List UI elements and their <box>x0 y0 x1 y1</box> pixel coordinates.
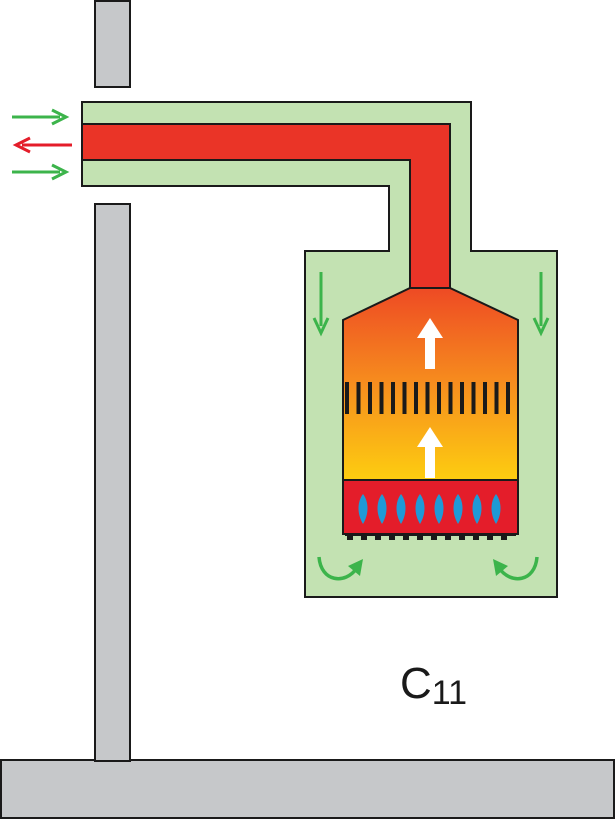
flame-icon <box>358 494 368 524</box>
floor <box>0 759 615 819</box>
flame-icon <box>453 494 463 524</box>
wall-lower <box>94 203 131 762</box>
flue-outlet-arrow-left-icon <box>12 136 72 154</box>
air-return-left-curved-arrow-icon <box>317 556 363 581</box>
flame-icon <box>434 494 444 524</box>
flame-icon <box>491 494 501 524</box>
air-return-right-curved-arrow-icon <box>493 556 539 581</box>
air-inlet-top-arrow-right-icon <box>12 108 70 126</box>
wall-upper <box>94 0 131 88</box>
flame-icon <box>472 494 482 524</box>
flame-icon <box>377 494 387 524</box>
flame-icon <box>415 494 425 524</box>
label-main: C <box>400 659 432 708</box>
heat-exchanger-grid <box>345 382 510 414</box>
burner-flames <box>358 494 501 524</box>
air-inlet-bottom-arrow-right-icon <box>12 163 70 181</box>
burner-grate <box>345 533 516 540</box>
label-subscript: 11 <box>432 674 467 712</box>
air-down-right-arrow-down-icon <box>532 272 550 337</box>
heat-up-arrow-upper-icon <box>417 318 443 369</box>
air-down-left-arrow-down-icon <box>312 272 330 337</box>
installation-type-label: C11 <box>400 659 467 712</box>
flame-icon <box>396 494 406 524</box>
heat-up-arrow-lower-icon <box>417 427 443 478</box>
